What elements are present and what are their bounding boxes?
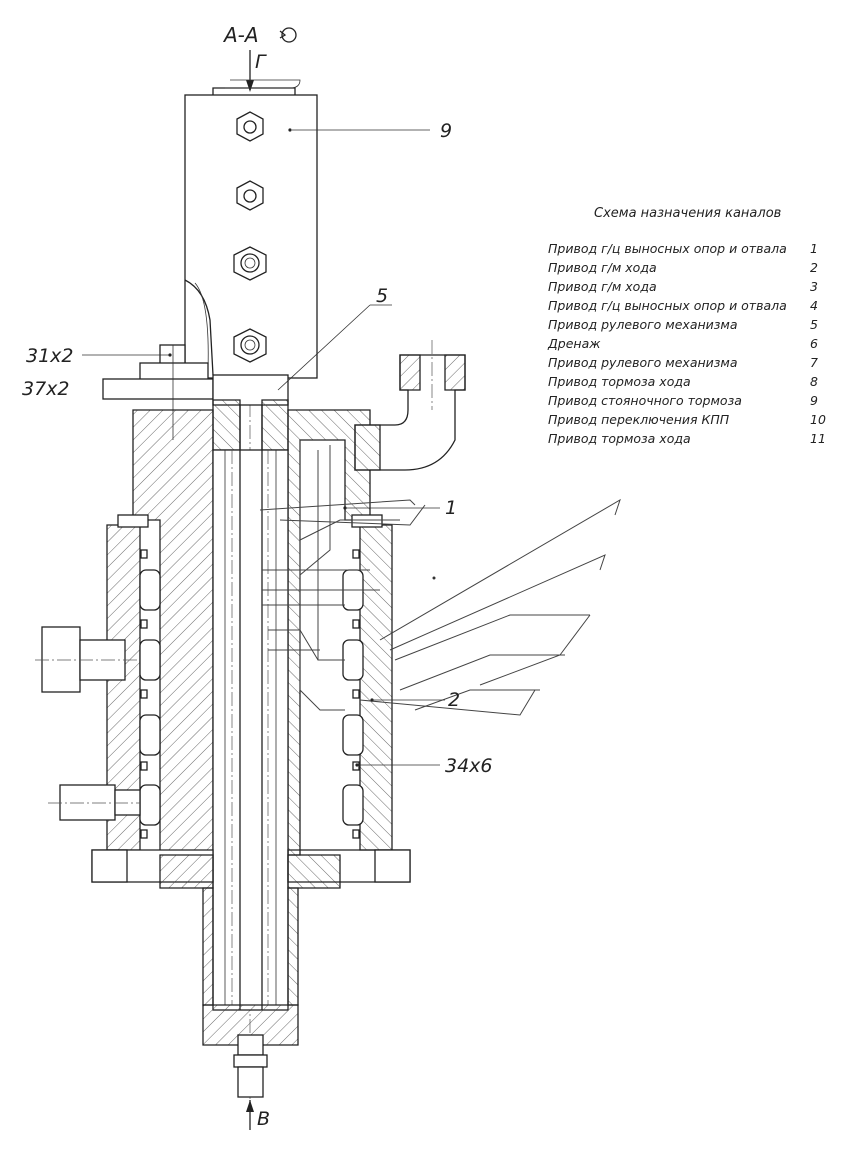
bottom-flange <box>91 849 411 889</box>
legend-row-label: Привод г/ц выносных опор и отвала <box>548 298 787 313</box>
legend-row-number: 2 <box>810 260 818 275</box>
legend-row-number: 9 <box>810 393 818 408</box>
channel-routing <box>259 440 621 716</box>
arrow-label-top: Г <box>255 51 267 73</box>
legend-row-number: 4 <box>810 298 818 313</box>
legend-row-label: Привод рулевого механизма <box>548 317 738 332</box>
callout-label-34x6: 34х6 <box>445 755 493 777</box>
legend-row-number: 5 <box>810 317 818 332</box>
legend-row-label: Привод тормоза хода <box>548 374 691 389</box>
callout-label-5: 5 <box>376 285 388 307</box>
side-port-lower <box>48 784 141 821</box>
legend-row-number: 11 <box>810 431 826 446</box>
legend-row-label: Привод г/м хода <box>548 260 657 275</box>
side-port-upper <box>35 626 140 693</box>
legend-row-number: 7 <box>810 355 818 370</box>
callout-37: 37х2 <box>22 378 70 400</box>
outer-sleeve <box>106 514 393 851</box>
arrow-label-bottom: В <box>257 1108 270 1130</box>
callout-31: 31х2 <box>26 345 172 367</box>
legend-row-label: Привод стояночного тормоза <box>548 393 742 408</box>
hex-fitting <box>236 180 264 211</box>
callout-1: 1 <box>343 497 457 519</box>
elbow-fitting <box>354 340 466 471</box>
section-arrow-bottom: В <box>246 1100 270 1130</box>
section-title: А-А <box>222 23 297 47</box>
legend-row-label: Дренаж <box>547 336 601 351</box>
legend-row-number: 3 <box>810 279 818 294</box>
hex-fitting <box>233 246 267 281</box>
lower-stem <box>202 887 299 1098</box>
section-arrow-top: Г <box>246 50 267 92</box>
callout-9: 9 <box>292 120 452 142</box>
section-title-text: А-А <box>222 23 259 47</box>
legend-row-label: Привод г/м хода <box>548 279 657 294</box>
hex-fitting <box>236 111 264 142</box>
hex-fitting <box>233 328 267 363</box>
legend-row-label: Привод переключения КПП <box>548 412 730 427</box>
legend-row-label: Привод тормоза хода <box>548 431 691 446</box>
callout-5: 5 <box>277 285 392 391</box>
legend-title: Схема назначения каналов <box>594 206 781 221</box>
callout-label-37x2: 37х2 <box>22 378 70 400</box>
legend-row-label: Привод г/ц выносных опор и отвала <box>548 241 787 256</box>
channel-legend: Схема назначения каналов Привод г/ц выно… <box>547 206 826 446</box>
legend-row-number: 6 <box>810 336 818 351</box>
callout-34: 34х6 <box>355 755 493 777</box>
callout-label-9: 9 <box>440 120 452 142</box>
legend-row-number: 1 <box>810 241 818 256</box>
rotation-icon <box>279 27 297 43</box>
valve-block <box>184 79 318 379</box>
legend-row-number: 8 <box>810 374 818 389</box>
callout-2: 2 <box>370 689 460 711</box>
legend-row-number: 10 <box>810 412 826 427</box>
callout-label-1: 1 <box>445 497 457 519</box>
central-shaft <box>212 405 289 1011</box>
callout-label-2: 2 <box>448 689 460 711</box>
callout-label-31x2: 31х2 <box>26 345 74 367</box>
legend-row-label: Привод рулевого механизма <box>548 355 738 370</box>
